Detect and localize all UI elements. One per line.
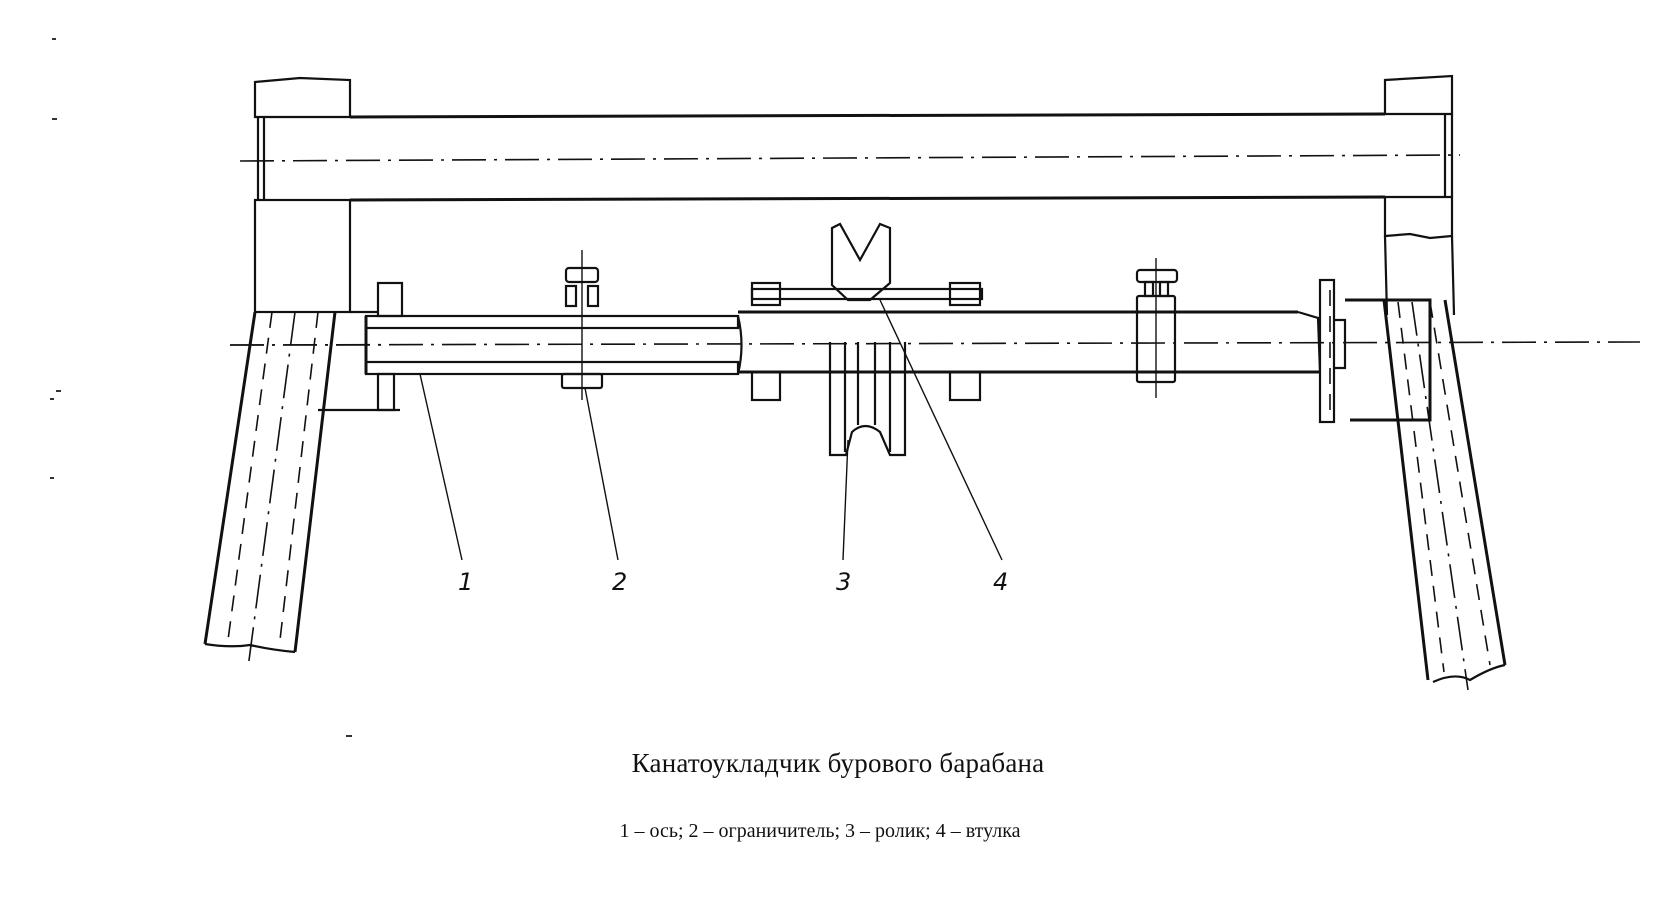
right-leg <box>1345 298 1507 691</box>
right-clamp <box>1135 258 1179 398</box>
scan-specks <box>50 38 352 737</box>
figure-legend-text: 1 – ось; 2 – ограничитель; 3 – ролик; 4 … <box>619 820 1021 842</box>
left-support-blocks <box>253 76 352 314</box>
right-support-blocks <box>1383 74 1456 316</box>
limiter-part-2 <box>560 250 604 400</box>
axle-tube <box>229 314 1641 376</box>
callout-2: 2 <box>612 568 627 596</box>
figure-legend: 1 – ось; 2 – ограничитель; 3 – ролик; 4 … <box>0 820 1680 843</box>
callout-1: 1 <box>458 568 473 596</box>
left-leg <box>203 311 400 669</box>
leader-1 <box>419 373 463 561</box>
figure-title-text: Канатоукладчик бурового барабана <box>631 748 1045 778</box>
drum-shaft <box>239 112 1461 202</box>
left-flange <box>350 281 404 412</box>
figure-title: Канатоукладчик бурового барабана <box>0 748 1680 779</box>
axle-shaft <box>738 310 1322 374</box>
right-end-plate <box>1318 278 1347 424</box>
leader-2 <box>584 387 619 561</box>
leader-lines <box>419 299 1003 561</box>
leader-3 <box>842 439 849 561</box>
roller-part-3 <box>828 222 907 457</box>
callout-3: 3 <box>836 568 851 596</box>
callout-4: 4 <box>993 568 1008 596</box>
leader-4 <box>879 299 1003 561</box>
